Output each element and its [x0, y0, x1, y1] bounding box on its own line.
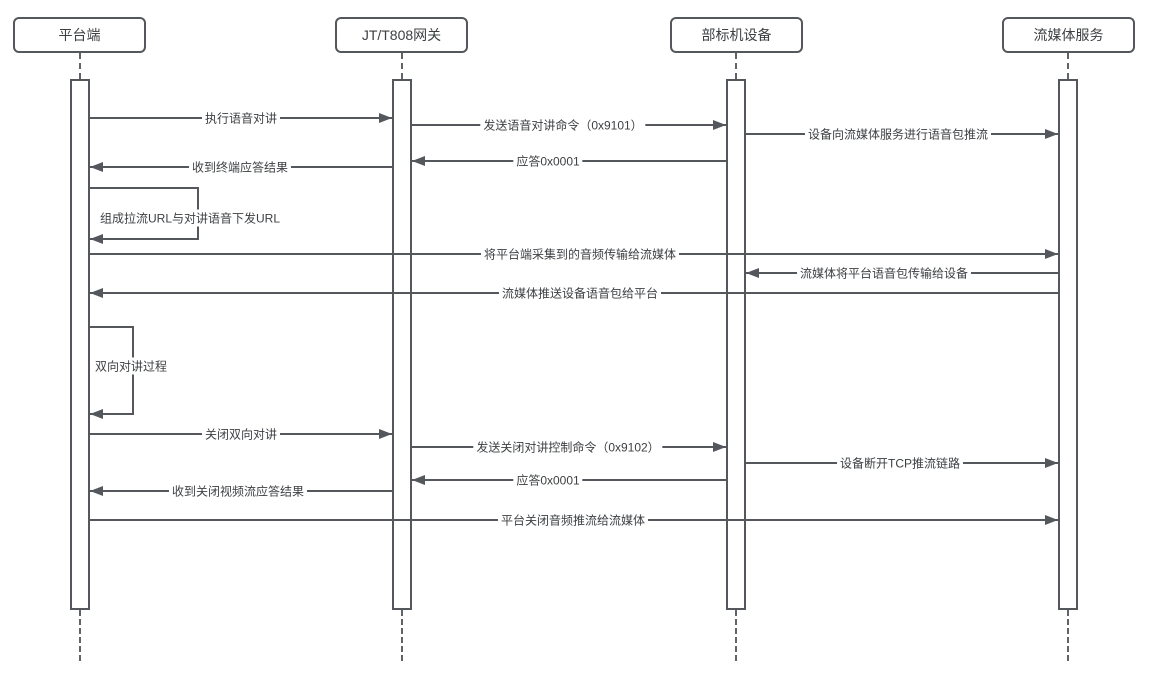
lifeline-top-gateway: [401, 53, 403, 79]
activation-bar-gateway: [392, 79, 412, 610]
self-loop-bottom-line: [90, 238, 199, 240]
actor-box-gateway: JT/T808网关: [335, 17, 468, 53]
self-loop-label: 组成拉流URL与对讲语音下发URL: [98, 209, 283, 227]
self-loop-arrowhead: [90, 234, 103, 244]
self-loop-top-line: [90, 187, 199, 189]
activation-bar-media: [1058, 79, 1078, 610]
lifeline-bottom-gateway: [401, 610, 403, 661]
message-label: 执行语音对讲: [201, 109, 281, 127]
self-loop-bottom-line: [90, 413, 134, 415]
message-label: 将平台端采集到的音频传输给流媒体: [480, 245, 680, 263]
actor-box-media: 流媒体服务: [1002, 17, 1135, 53]
message-arrowhead: [1045, 249, 1058, 259]
self-loop-top-line: [90, 326, 134, 328]
activation-bar-device: [726, 79, 746, 610]
message-arrowhead: [412, 475, 425, 485]
message-arrowhead: [1045, 515, 1058, 525]
message-label: 发送关闭对讲控制命令（0x9102）: [473, 438, 663, 456]
message-label: 流媒体将平台语音包传输给设备: [796, 264, 972, 282]
self-loop-label: 双向对讲过程: [93, 357, 170, 375]
lifeline-top-platform: [79, 53, 81, 79]
actor-box-platform: 平台端: [13, 17, 146, 53]
activation-bar-platform: [70, 79, 90, 610]
message-arrowhead: [90, 288, 103, 298]
message-arrowhead: [90, 162, 103, 172]
message-arrowhead: [1045, 129, 1058, 139]
message-label: 设备断开TCP推流链路: [836, 454, 964, 472]
message-arrowhead: [713, 442, 726, 452]
message-label: 收到关闭视频流应答结果: [168, 482, 308, 500]
message-label: 收到终端应答结果: [188, 158, 292, 176]
lifeline-top-device: [735, 53, 737, 79]
message-arrowhead: [90, 486, 103, 496]
self-loop-arrowhead: [90, 409, 103, 419]
message-label: 平台关闭音频推流给流媒体: [497, 511, 649, 529]
actor-label-platform: 平台端: [58, 27, 101, 43]
lifeline-bottom-media: [1067, 610, 1069, 661]
message-label: 应答0x0001: [513, 471, 583, 489]
message-arrowhead: [379, 113, 392, 123]
actor-label-device: 部标机设备: [701, 27, 772, 43]
message-arrowhead: [412, 156, 425, 166]
lifeline-top-media: [1067, 53, 1069, 79]
message-label: 关闭双向对讲: [201, 425, 281, 443]
message-label: 发送语音对讲命令（0x9101）: [480, 116, 646, 134]
lifeline-bottom-platform: [79, 610, 81, 661]
actor-label-gateway: JT/T808网关: [361, 27, 442, 43]
message-label: 应答0x0001: [513, 152, 583, 170]
message-arrowhead: [379, 429, 392, 439]
message-arrowhead: [746, 268, 759, 278]
message-label: 设备向流媒体服务进行语音包推流: [804, 125, 992, 143]
actor-label-media: 流媒体服务: [1033, 27, 1104, 43]
message-arrowhead: [1045, 458, 1058, 468]
lifeline-bottom-device: [735, 610, 737, 661]
message-arrowhead: [713, 120, 726, 130]
message-label: 流媒体推送设备语音包给平台: [498, 284, 662, 302]
actor-box-device: 部标机设备: [670, 17, 803, 53]
